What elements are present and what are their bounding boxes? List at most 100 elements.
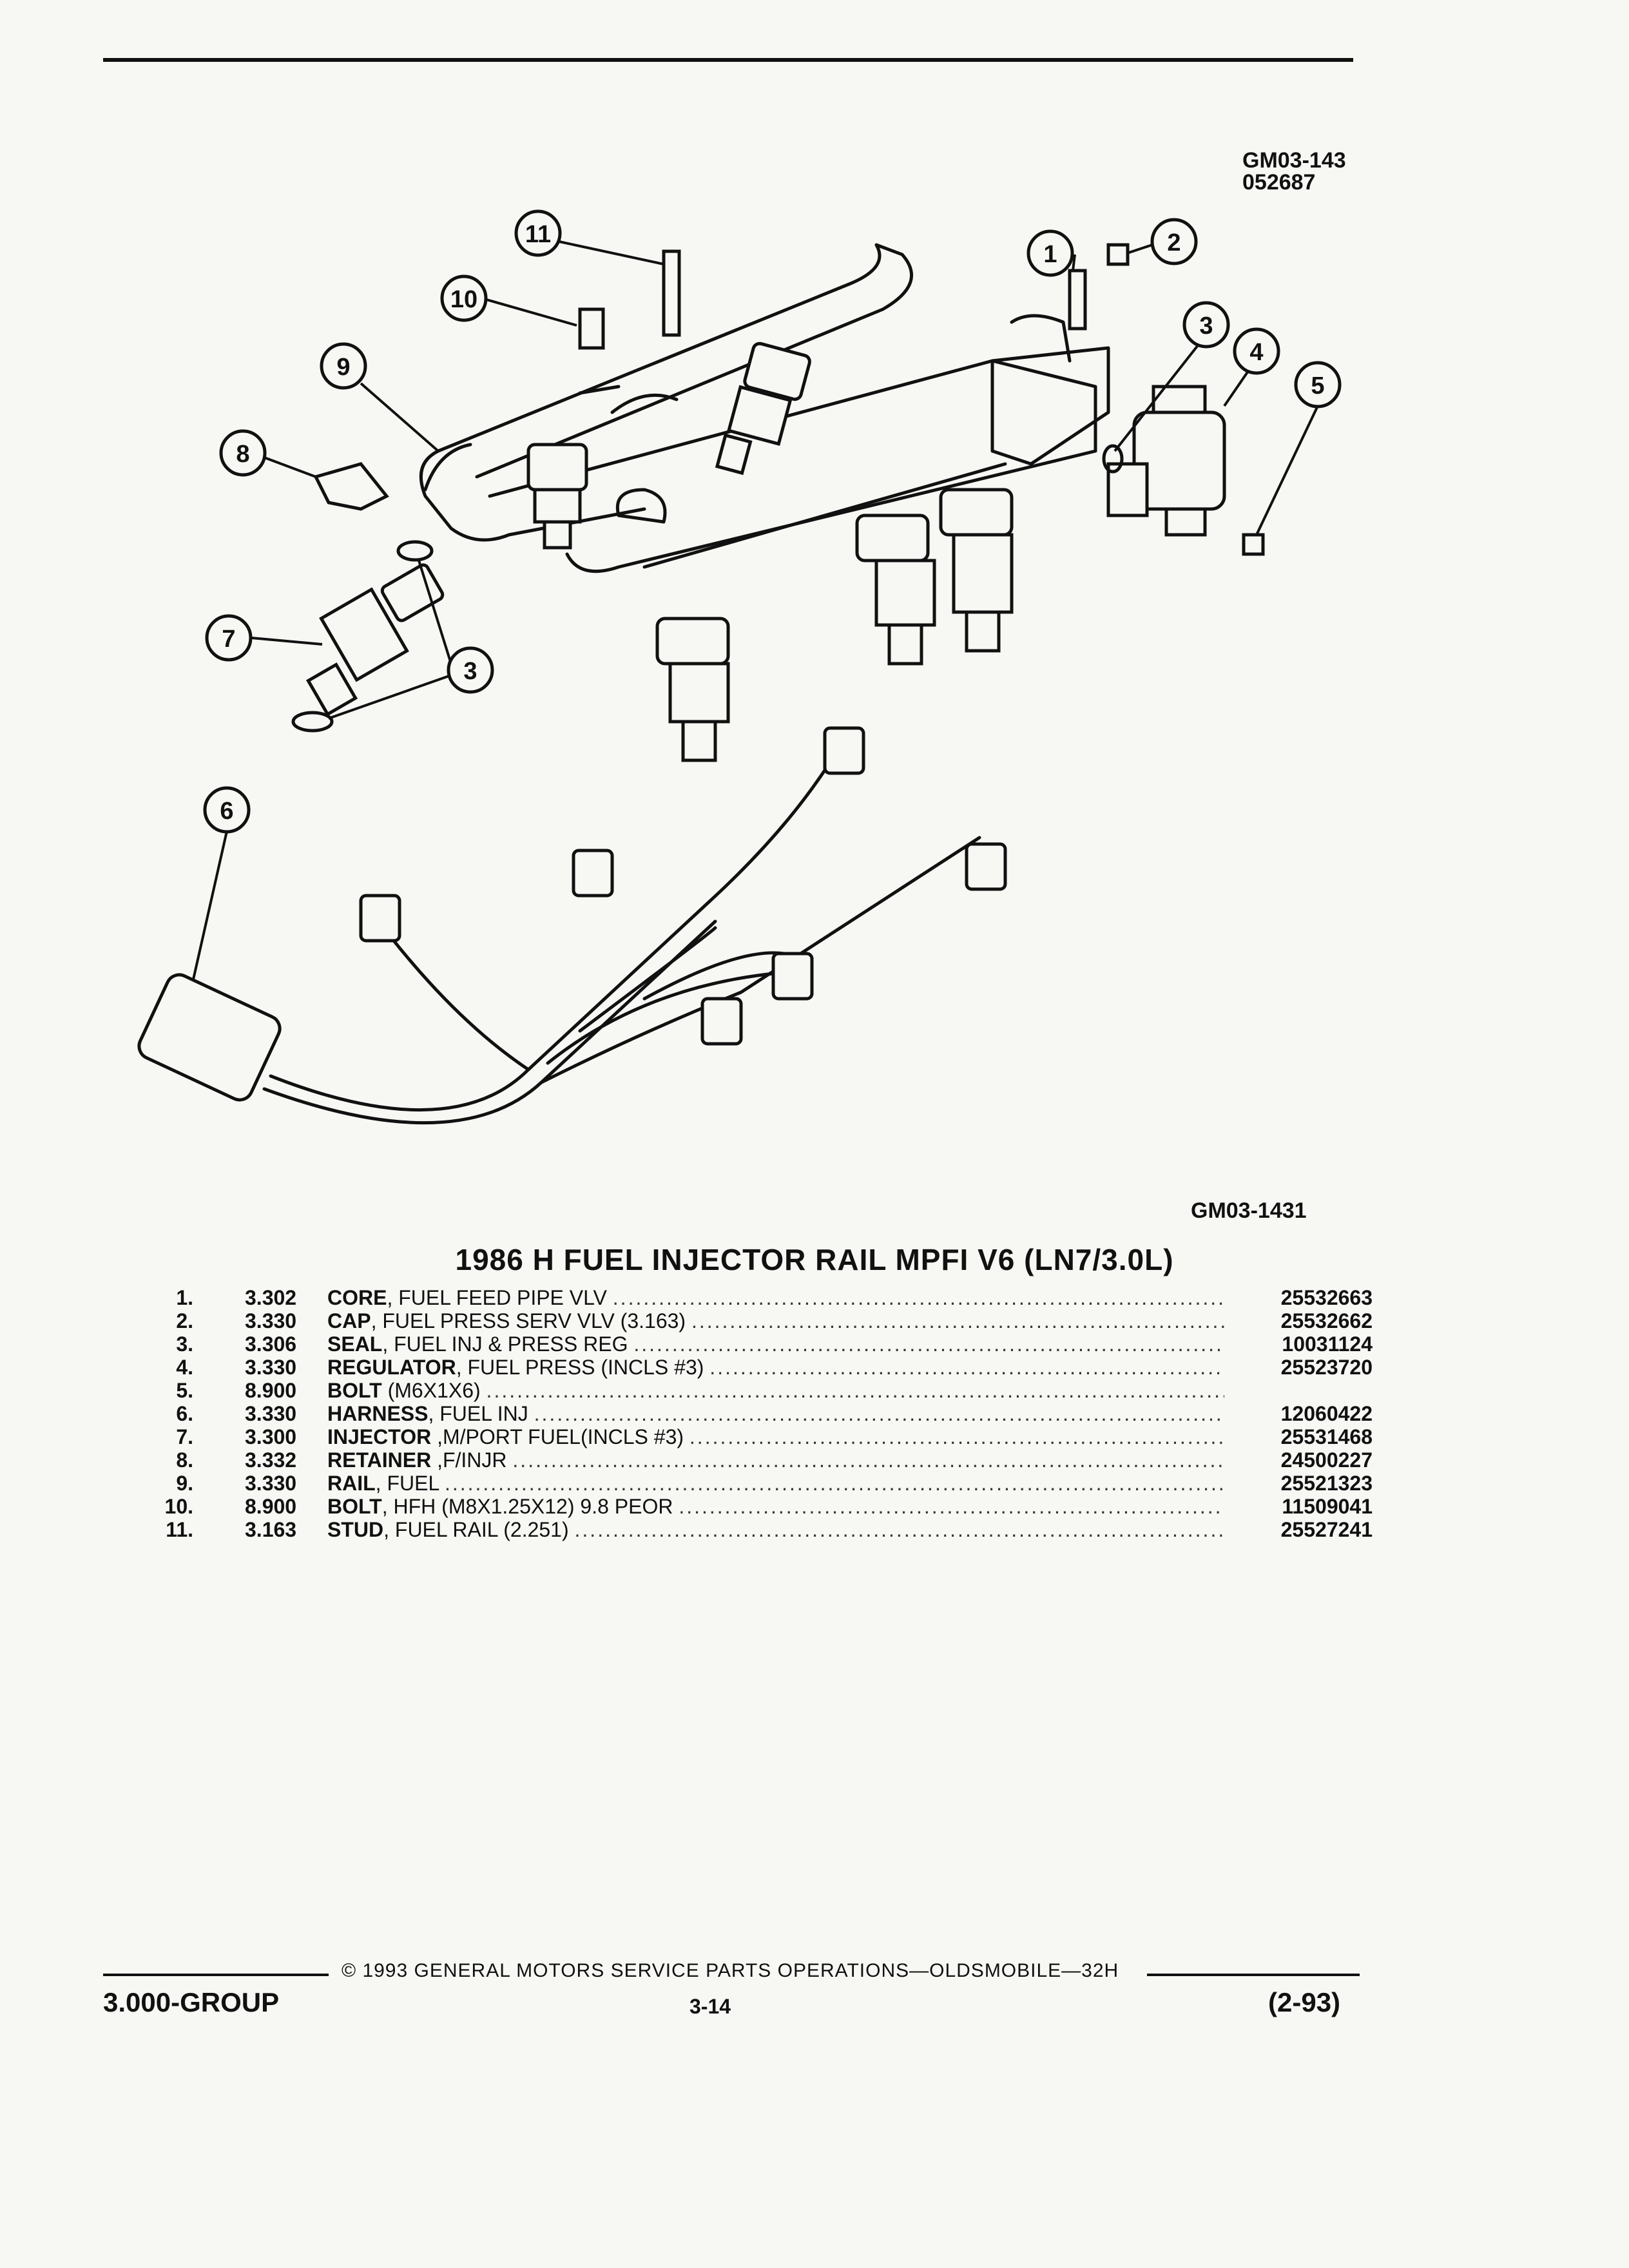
callout-8: 8 bbox=[219, 429, 267, 477]
part-name: SEAL bbox=[327, 1332, 383, 1356]
callout-11: 11 bbox=[514, 209, 562, 257]
part-group-code: 8.900 bbox=[245, 1495, 297, 1518]
footer-copyright: © 1993 GENERAL MOTORS SERVICE PARTS OPER… bbox=[342, 1960, 1119, 1981]
pressure-regulator bbox=[1106, 385, 1226, 537]
svg-text:6: 6 bbox=[220, 798, 233, 825]
callout-3-reg: 3 bbox=[1182, 301, 1230, 349]
part-number-index: 11. bbox=[166, 1518, 193, 1541]
bolt bbox=[578, 307, 605, 350]
injector-upper-mid bbox=[715, 341, 811, 476]
leader-dots: ........................................… bbox=[534, 1402, 1224, 1425]
fuel-rail-bend bbox=[419, 449, 511, 542]
callout-7: 7 bbox=[205, 614, 253, 662]
footer-page: 3-14 bbox=[689, 1995, 731, 2018]
part-description: RAIL, FUEL .............................… bbox=[327, 1472, 1224, 1495]
part-desc: , FUEL RAIL (2.251) bbox=[383, 1518, 569, 1541]
part-desc: , FUEL bbox=[375, 1472, 439, 1495]
injector-lower-left bbox=[655, 617, 730, 762]
valve-cap bbox=[1106, 243, 1130, 266]
parts-list-title: 1986 H FUEL INJECTOR RAIL MPFI V6 (LN7/3… bbox=[455, 1243, 1174, 1276]
part-number-index: 4. bbox=[176, 1356, 193, 1379]
leader-dots: ........................................… bbox=[574, 1518, 1224, 1541]
retainer-clip bbox=[313, 462, 389, 511]
injectors bbox=[305, 243, 1265, 762]
leader-dots: ........................................… bbox=[486, 1379, 1224, 1402]
part-name: STUD bbox=[327, 1518, 384, 1541]
part-description: RETAINER ,F/INJR .......................… bbox=[327, 1448, 1224, 1472]
callout-6: 6 bbox=[203, 786, 251, 834]
svg-text:7: 7 bbox=[222, 626, 235, 653]
part-number-index: 10. bbox=[164, 1495, 193, 1518]
svg-text:1: 1 bbox=[1043, 241, 1057, 268]
part-description: BOLT (M6X1X6) ..........................… bbox=[327, 1379, 1224, 1402]
part-catalog-number: 12060422 bbox=[1280, 1402, 1373, 1425]
part-desc: , FUEL FEED PIPE VLV bbox=[387, 1286, 607, 1309]
part-number-index: 5. bbox=[176, 1379, 193, 1402]
part-group-code: 3.330 bbox=[245, 1472, 297, 1495]
svg-text:5: 5 bbox=[1311, 372, 1324, 399]
part-catalog-number: 25531468 bbox=[1280, 1425, 1373, 1448]
svg-text:11: 11 bbox=[525, 221, 551, 248]
part-catalog-number: 11509041 bbox=[1282, 1495, 1373, 1518]
part-catalog-number: 25532662 bbox=[1280, 1309, 1373, 1332]
footer-rule-left bbox=[103, 1974, 329, 1976]
part-name: CAP bbox=[327, 1309, 371, 1332]
part-desc: , HFH (M8X1.25X12) 9.8 PEOR bbox=[381, 1495, 673, 1518]
part-group-code: 3.330 bbox=[245, 1402, 297, 1425]
fuel-rail-lower bbox=[488, 359, 1097, 573]
part-name: INJECTOR bbox=[327, 1425, 432, 1448]
figure-id-line-2: 052687 bbox=[1242, 170, 1316, 195]
part-catalog-number: 25527241 bbox=[1280, 1518, 1373, 1541]
part-catalog-number: 24500227 bbox=[1280, 1448, 1373, 1472]
svg-text:9: 9 bbox=[336, 354, 350, 381]
injector-lower-mid bbox=[855, 514, 936, 666]
svg-text:3: 3 bbox=[1199, 312, 1213, 340]
top-rule bbox=[103, 58, 1353, 62]
footer-group: 3.000-GROUP bbox=[103, 1987, 280, 2017]
part-desc: , FUEL PRESS (INCLS #3) bbox=[456, 1356, 704, 1379]
part-name: BOLT bbox=[327, 1379, 382, 1402]
part-catalog-number: 25521323 bbox=[1280, 1472, 1373, 1495]
svg-text:10: 10 bbox=[450, 286, 477, 313]
callout-2: 2 bbox=[1150, 218, 1198, 265]
rail-bracket bbox=[616, 488, 667, 524]
part-name: REGULATOR bbox=[327, 1356, 456, 1379]
leader-dots: ........................................… bbox=[689, 1425, 1224, 1448]
fuel-rail-upper bbox=[436, 243, 913, 479]
part-catalog-number: 25523720 bbox=[1280, 1356, 1373, 1379]
part-description: STUD, FUEL RAIL (2.251) ................… bbox=[327, 1518, 1224, 1541]
exploded-diagram: 11 10 9 8 1 2 3 4 5 7 3 6 bbox=[137, 209, 1342, 1124]
part-group-code: 3.302 bbox=[245, 1286, 297, 1309]
part-catalog-number: 10031124 bbox=[1282, 1332, 1373, 1356]
part-group-code: 3.300 bbox=[245, 1425, 297, 1448]
part-description: CORE, FUEL FEED PIPE VLV ...............… bbox=[327, 1286, 1224, 1309]
part-number-index: 6. bbox=[176, 1402, 193, 1425]
part-group-code: 3.332 bbox=[245, 1448, 297, 1472]
callout-1: 1 bbox=[1027, 229, 1074, 277]
part-desc: , FUEL INJ bbox=[428, 1402, 528, 1425]
part-name: BOLT bbox=[327, 1495, 382, 1518]
leader-dots: ........................................… bbox=[512, 1448, 1224, 1472]
figure-id-bottom: GM03-1431 bbox=[1191, 1198, 1307, 1223]
part-description: HARNESS, FUEL INJ ......................… bbox=[327, 1402, 1224, 1425]
callout-3-inj: 3 bbox=[447, 646, 494, 694]
leader-dots: ........................................… bbox=[612, 1286, 1224, 1309]
part-group-code: 3.306 bbox=[245, 1332, 297, 1356]
injector-upper-left bbox=[526, 443, 588, 550]
valve-core bbox=[1068, 269, 1087, 331]
callout-4: 4 bbox=[1233, 327, 1280, 375]
leader-dots: ........................................… bbox=[679, 1495, 1224, 1518]
part-desc: ,M/PORT FUEL(INCLS #3) bbox=[431, 1425, 684, 1448]
callouts: 11 10 9 8 1 2 3 4 5 7 3 6 bbox=[203, 209, 1342, 834]
part-desc: , FUEL INJ & PRESS REG bbox=[382, 1332, 628, 1356]
part-number-index: 2. bbox=[176, 1309, 193, 1332]
part-group-code: 8.900 bbox=[245, 1379, 297, 1402]
